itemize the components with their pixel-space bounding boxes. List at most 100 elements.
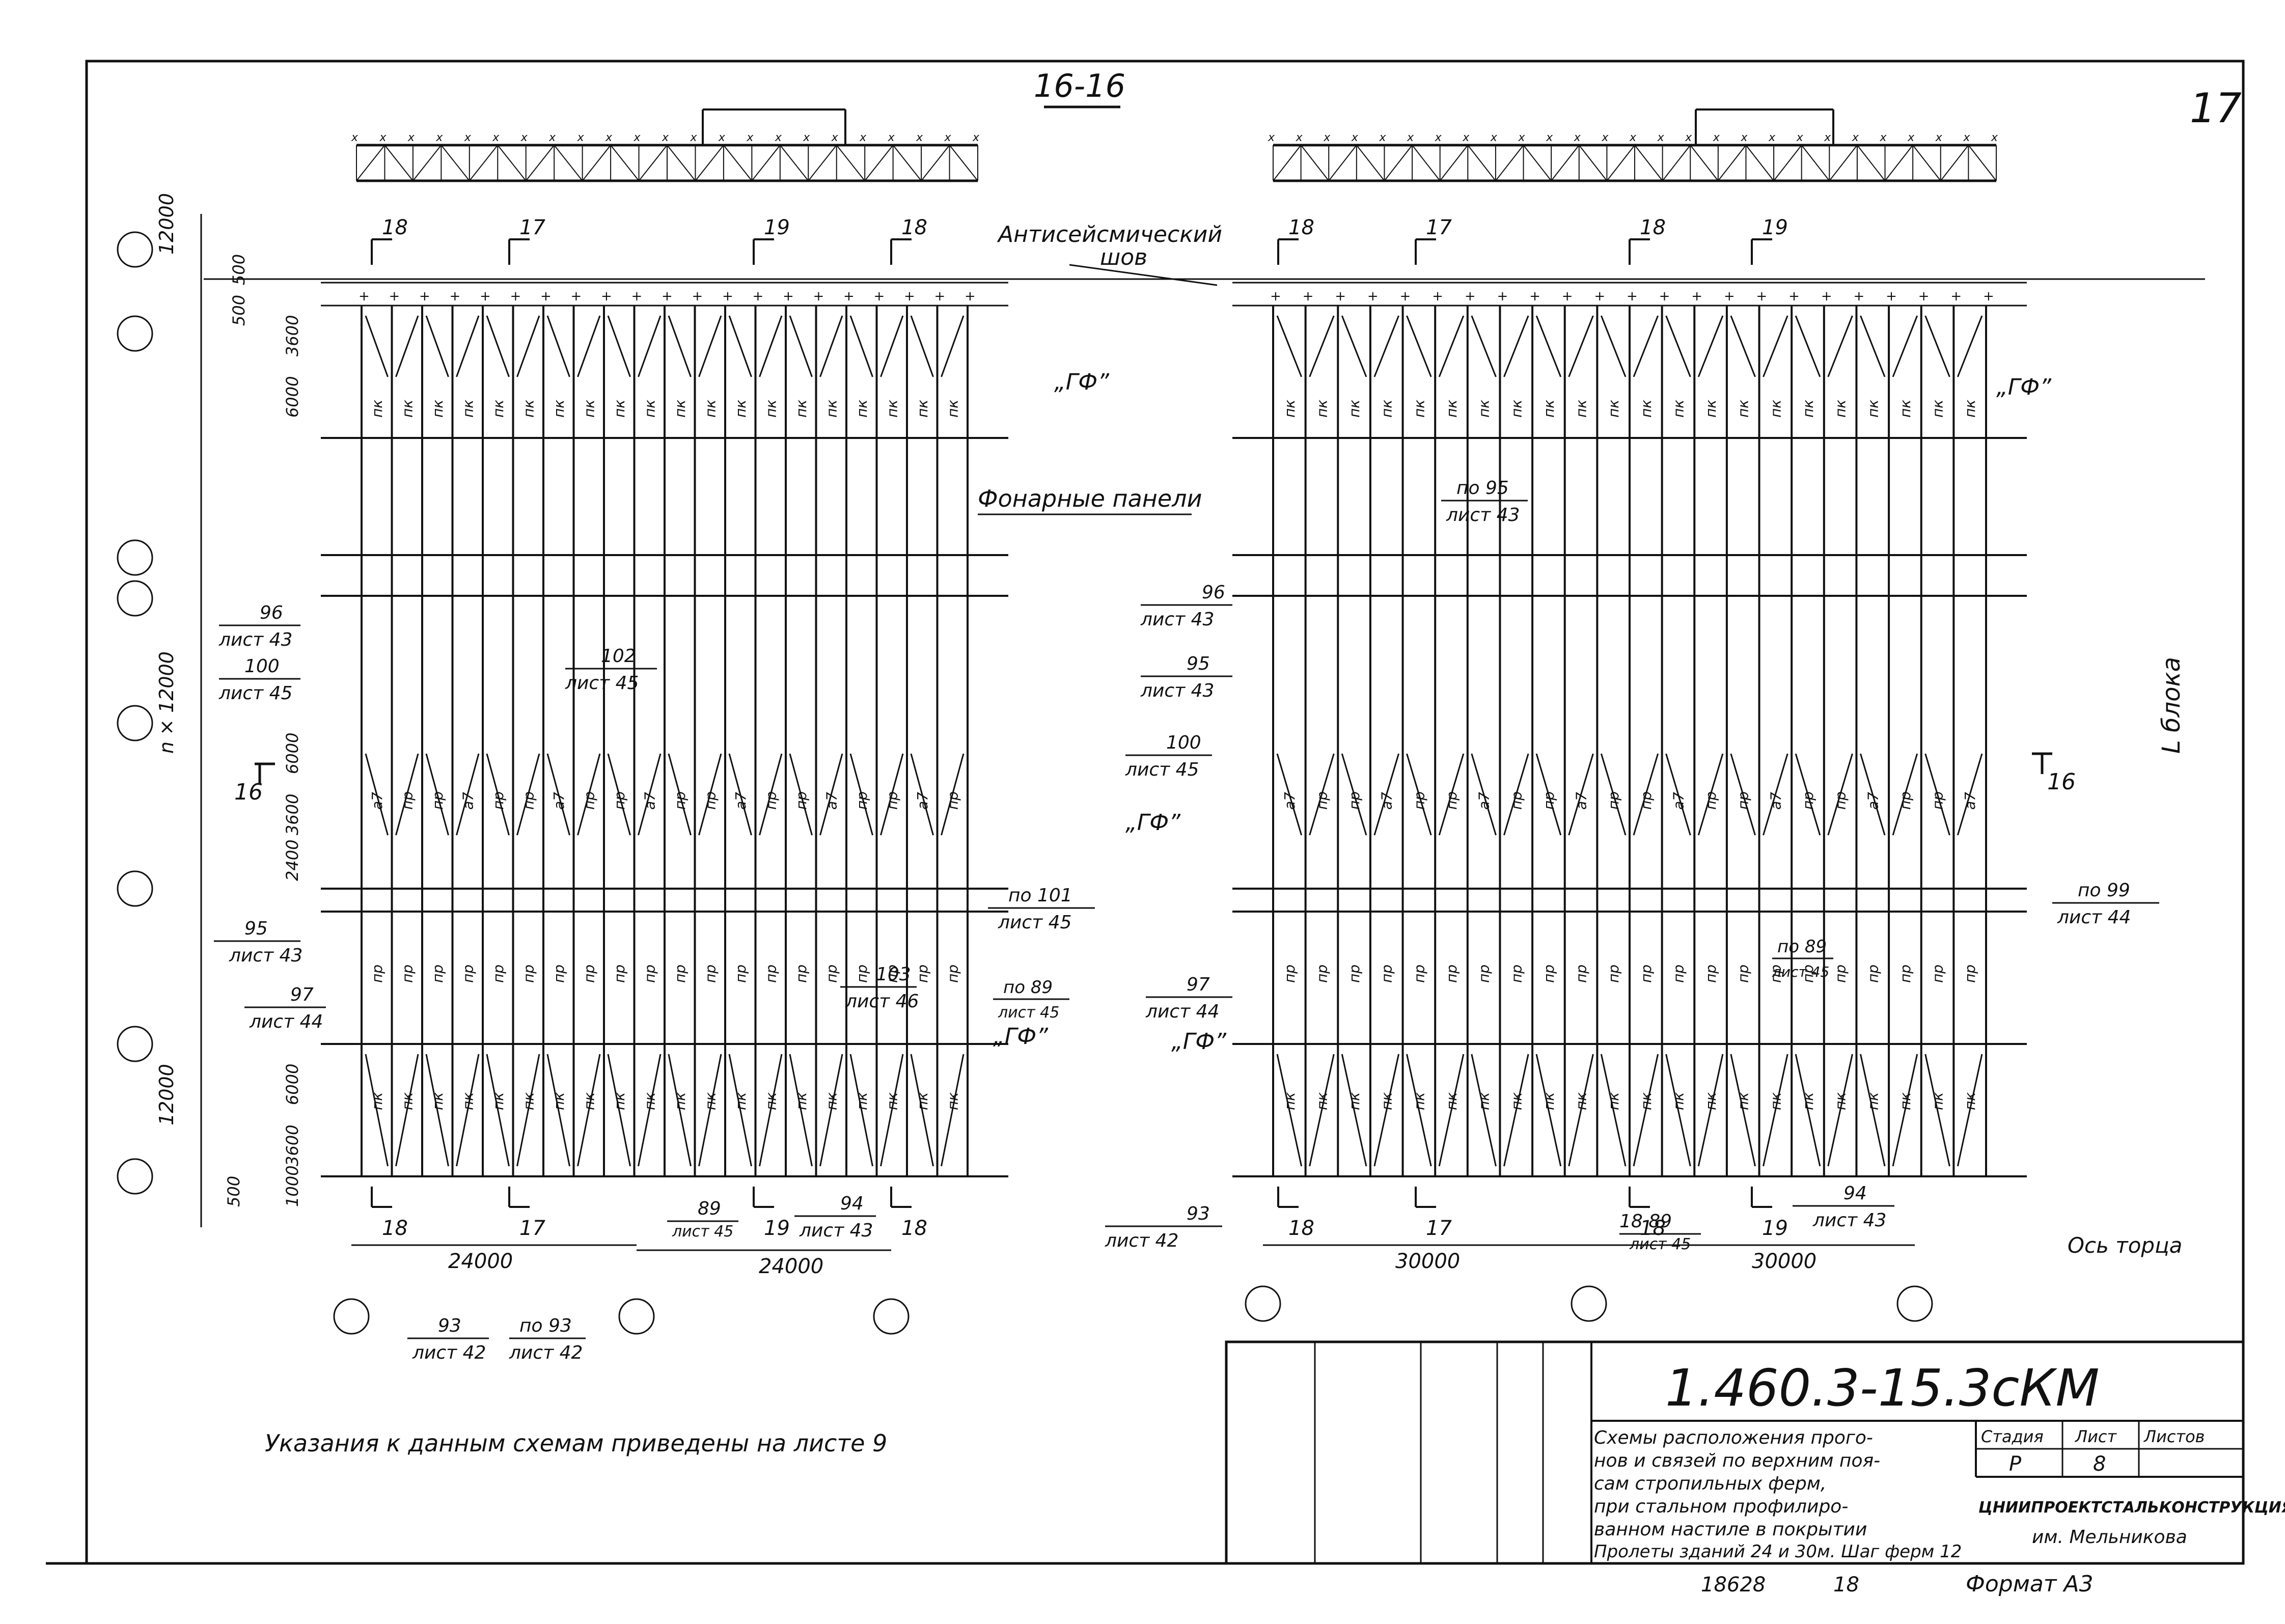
sheet-value: 8 [2093, 1452, 2106, 1476]
purlin-mark: + [1756, 289, 1768, 304]
member-label: пр [399, 965, 416, 983]
truss-mark: x [1907, 131, 1915, 144]
brace-diagonal [698, 753, 722, 836]
org-subtitle: им. Мельникова [2032, 1527, 2187, 1548]
member-label: а7 [1670, 792, 1687, 810]
member-label: пк [611, 400, 628, 418]
member-label: пк [399, 1092, 416, 1110]
member-label: а7 [732, 792, 749, 810]
member-label: а7 [459, 792, 476, 810]
member-label: пк [702, 400, 719, 418]
brace-diagonal [638, 315, 662, 377]
truss-diagonal [723, 145, 753, 181]
brace-diagonal [1763, 753, 1788, 836]
org-name: ЦНИИПРОЕКТСТАЛЬКОНСТРУКЦИЯ [1978, 1499, 2285, 1517]
brace-diagonal [607, 753, 631, 836]
truss-diagonal [808, 145, 837, 181]
member-label: пр [520, 791, 537, 810]
section-mark-label: 17 [1426, 216, 1452, 239]
truss-mark: x [1379, 131, 1386, 144]
truss-diagonal [836, 145, 865, 181]
brace-diagonal [365, 1054, 389, 1167]
member-label: пк [1767, 400, 1784, 418]
member-label: пк [854, 400, 870, 418]
truss-mark: x [718, 131, 726, 144]
brace-diagonal [486, 753, 510, 836]
member-label: пр [1508, 791, 1525, 810]
section-mark-label: 18 [1288, 1217, 1314, 1240]
purlin-mark: + [571, 289, 582, 304]
brace-diagonal [1276, 753, 1303, 836]
purlin-mark: + [1303, 289, 1314, 304]
member-label: пк [1605, 1092, 1622, 1110]
grid-axis-bubble [1571, 1285, 1607, 1322]
brace-diagonal [546, 315, 570, 377]
brace-diagonal [1730, 1054, 1756, 1167]
truss-mark: x [492, 131, 500, 144]
dim-left: 12000 [155, 193, 178, 255]
brace-diagonal [1600, 1054, 1627, 1167]
truss-diagonal [864, 145, 894, 181]
truss-diagonal [384, 145, 414, 181]
dim-left: 12000 [155, 1064, 178, 1125]
truss-diagonal [780, 145, 809, 181]
purlin-mark: + [1918, 289, 1930, 304]
member-label: пк [641, 1092, 658, 1110]
grid-axis-bubble [1896, 1285, 1933, 1322]
member-label: пр [581, 791, 597, 810]
brace-diagonal [1730, 753, 1756, 836]
brace-diagonal [425, 753, 449, 836]
brace-diagonal [880, 753, 904, 836]
grid-axis-bubble [117, 580, 153, 617]
member-label: пк [1379, 400, 1395, 418]
truss-mark: x [1852, 131, 1859, 144]
brace-diagonal [1827, 1054, 1853, 1167]
brace-diagonal [456, 753, 480, 836]
joint-label-line2: шов [1100, 244, 1147, 270]
member-label: пр [1476, 965, 1493, 983]
purlin-mark: + [662, 289, 673, 304]
member-label: пк [641, 400, 658, 418]
member-label: пр [1832, 791, 1849, 810]
svg-text:18 89: 18 89 [1619, 1211, 1672, 1232]
svg-text:лист 44: лист 44 [249, 1011, 323, 1032]
section-mark-label: 18 [1640, 1217, 1666, 1240]
member-label: пр [1800, 791, 1816, 810]
brace-diagonal [456, 315, 480, 377]
truss-mark: x [548, 131, 556, 144]
brace-diagonal [1568, 753, 1594, 836]
purlin-mark: + [359, 289, 370, 304]
grid-axis-bubble [117, 231, 153, 268]
truss-diagonal [356, 145, 386, 181]
brace-diagonal [910, 1054, 934, 1167]
member-label: пк [1864, 1092, 1881, 1110]
brace-diagonal [365, 315, 389, 377]
section-cut-16-left: 16 [234, 762, 275, 805]
title-desc-line: сам стропильных ферм, [1594, 1473, 1826, 1494]
truss-mark: x [1824, 131, 1831, 144]
truss-mark: x [803, 131, 810, 144]
brace-diagonal [486, 1054, 510, 1167]
truss-mark: x [1462, 131, 1470, 144]
member-label: пк [823, 1092, 840, 1110]
svg-text:лист 44: лист 44 [1145, 1001, 1219, 1022]
member-label: пк [550, 1092, 567, 1110]
bracing-plan: +++++++++++++++++++++пка7прпкпкпрпрпкпкп… [321, 216, 1008, 1240]
member-label: пр [1379, 965, 1395, 983]
svg-text:95: 95 [244, 918, 268, 939]
brace-diagonal [1373, 315, 1399, 377]
member-label: пк [1832, 400, 1849, 418]
svg-text:лист 44: лист 44 [2057, 907, 2131, 928]
member-label: пк [611, 1092, 628, 1110]
brace-diagonal [1438, 753, 1465, 836]
brace-diagonal [1535, 753, 1562, 836]
section-mark-label: 18 [1640, 216, 1666, 239]
truss-diagonal [1718, 145, 1747, 181]
grid-axis-bubble [117, 1158, 153, 1195]
brace-diagonal [1341, 315, 1367, 377]
